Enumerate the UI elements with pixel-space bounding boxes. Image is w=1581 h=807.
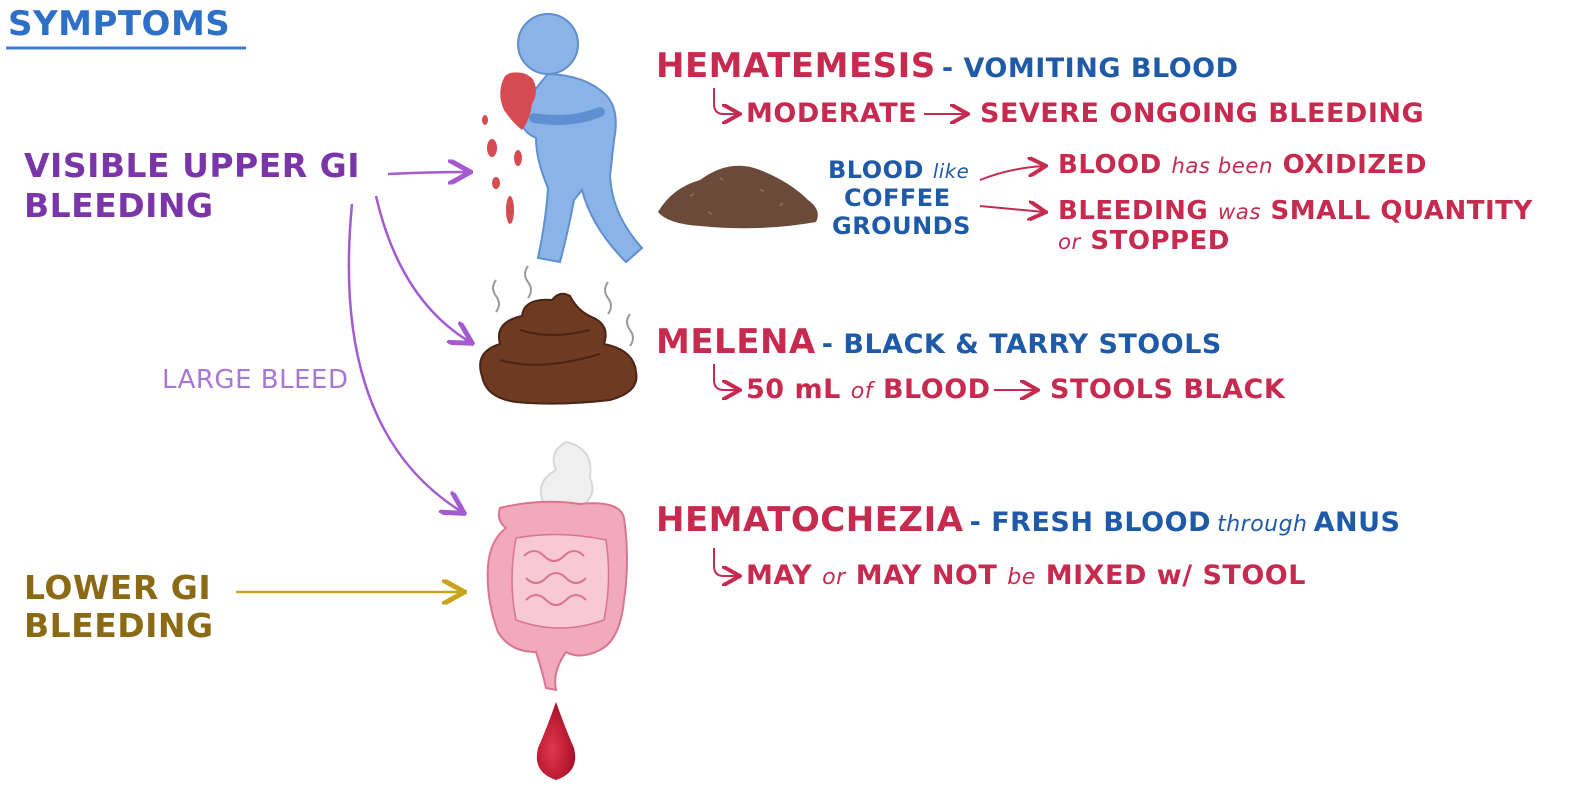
hematemesis-title: HEMATEMESIS - VOMITING BLOOD [656, 46, 1239, 86]
hook-arrow-melena [713, 364, 738, 390]
hematemesis-moderate: MODERATE [746, 98, 918, 129]
sm-or: or [1058, 230, 1081, 255]
sm-bleeding: BLEEDING [1058, 196, 1209, 226]
hematochezia-desc-through: through [1217, 512, 1308, 537]
hematochezia-desc-a: - FRESH BLOOD [969, 507, 1211, 538]
hematochezia-detail: MAY or MAY NOT be MIXED w/ STOOL [746, 560, 1306, 591]
melena-detail: 50 mL of BLOOD [746, 374, 991, 405]
hc-may-not: MAY NOT [855, 560, 998, 591]
heading: SYMPTOMS [8, 4, 231, 44]
sm-stopped: STOPPED [1090, 226, 1230, 256]
blood-drop-icon [536, 702, 576, 780]
coffee-line3: GROUNDS [832, 212, 971, 240]
hook-arrow-hematochezia [713, 548, 738, 576]
melena-50ml: 50 mL [746, 374, 841, 405]
melena-term: MELENA [656, 322, 816, 362]
ox-oxidized: OXIDIZED [1282, 150, 1427, 180]
hematochezia-term: HEMATOCHEZIA [656, 500, 964, 540]
coffee-blood: BLOOD [828, 156, 924, 184]
hematochezia-title: HEMATOCHEZIA - FRESH BLOOD through ANUS [656, 500, 1400, 540]
arrow-large-bleed [347, 203, 462, 512]
coffee-line1: BLOOD like [828, 156, 969, 184]
vomiting-person-icon [482, 13, 644, 264]
upper-gi-label-line1: VISIBLE UPPER GI [24, 146, 361, 185]
upper-gi-label-line2: BLEEDING [24, 186, 214, 225]
ox-has-been: has been [1171, 154, 1274, 179]
hematemesis-term: HEMATEMESIS [656, 46, 936, 86]
arrow-coffee-oxidized [979, 166, 1044, 181]
melena-stools-black: STOOLS BLACK [1050, 374, 1286, 405]
intestines-icon [486, 440, 628, 692]
coffee-oxidized: BLOOD has been OXIDIZED [1058, 150, 1427, 180]
lower-gi-label-line1: LOWER GI [24, 568, 212, 607]
hematemesis-severe: SEVERE ONGOING BLEEDING [980, 98, 1425, 129]
arrow-coffee-small [979, 206, 1044, 212]
hc-or: or [822, 564, 846, 590]
ox-blood: BLOOD [1058, 150, 1162, 180]
lower-gi-label-line2: BLEEDING [24, 606, 214, 645]
large-bleed-label: LARGE BLEED [162, 365, 349, 395]
hc-be: be [1007, 564, 1036, 590]
hc-may: MAY [746, 560, 813, 591]
coffee-line2: COFFEE [844, 184, 951, 212]
coffee-stopped: or STOPPED [1058, 226, 1230, 256]
melena-blood: BLOOD [882, 374, 991, 405]
coffee-like: like [932, 160, 970, 183]
coffee-small-quantity: BLEEDING was SMALL QUANTITY [1058, 196, 1533, 226]
hook-arrow-hematemesis [713, 88, 738, 114]
melena-title: MELENA - BLACK & TARRY STOOLS [656, 322, 1222, 362]
sm-was: was [1217, 200, 1261, 225]
stool-icon [479, 265, 638, 405]
hematochezia-desc-anus: ANUS [1313, 507, 1401, 538]
arrow-upper-to-stool [374, 195, 470, 342]
melena-desc: - BLACK & TARRY STOOLS [821, 329, 1222, 360]
coffee-grounds-icon [658, 165, 818, 229]
arrow-upper-to-person [387, 172, 468, 174]
hematemesis-desc: - VOMITING BLOOD [941, 53, 1239, 84]
sm-small-quantity: SMALL QUANTITY [1270, 196, 1533, 226]
hc-mixed: MIXED w/ STOOL [1045, 560, 1306, 591]
melena-of: of [850, 378, 874, 404]
